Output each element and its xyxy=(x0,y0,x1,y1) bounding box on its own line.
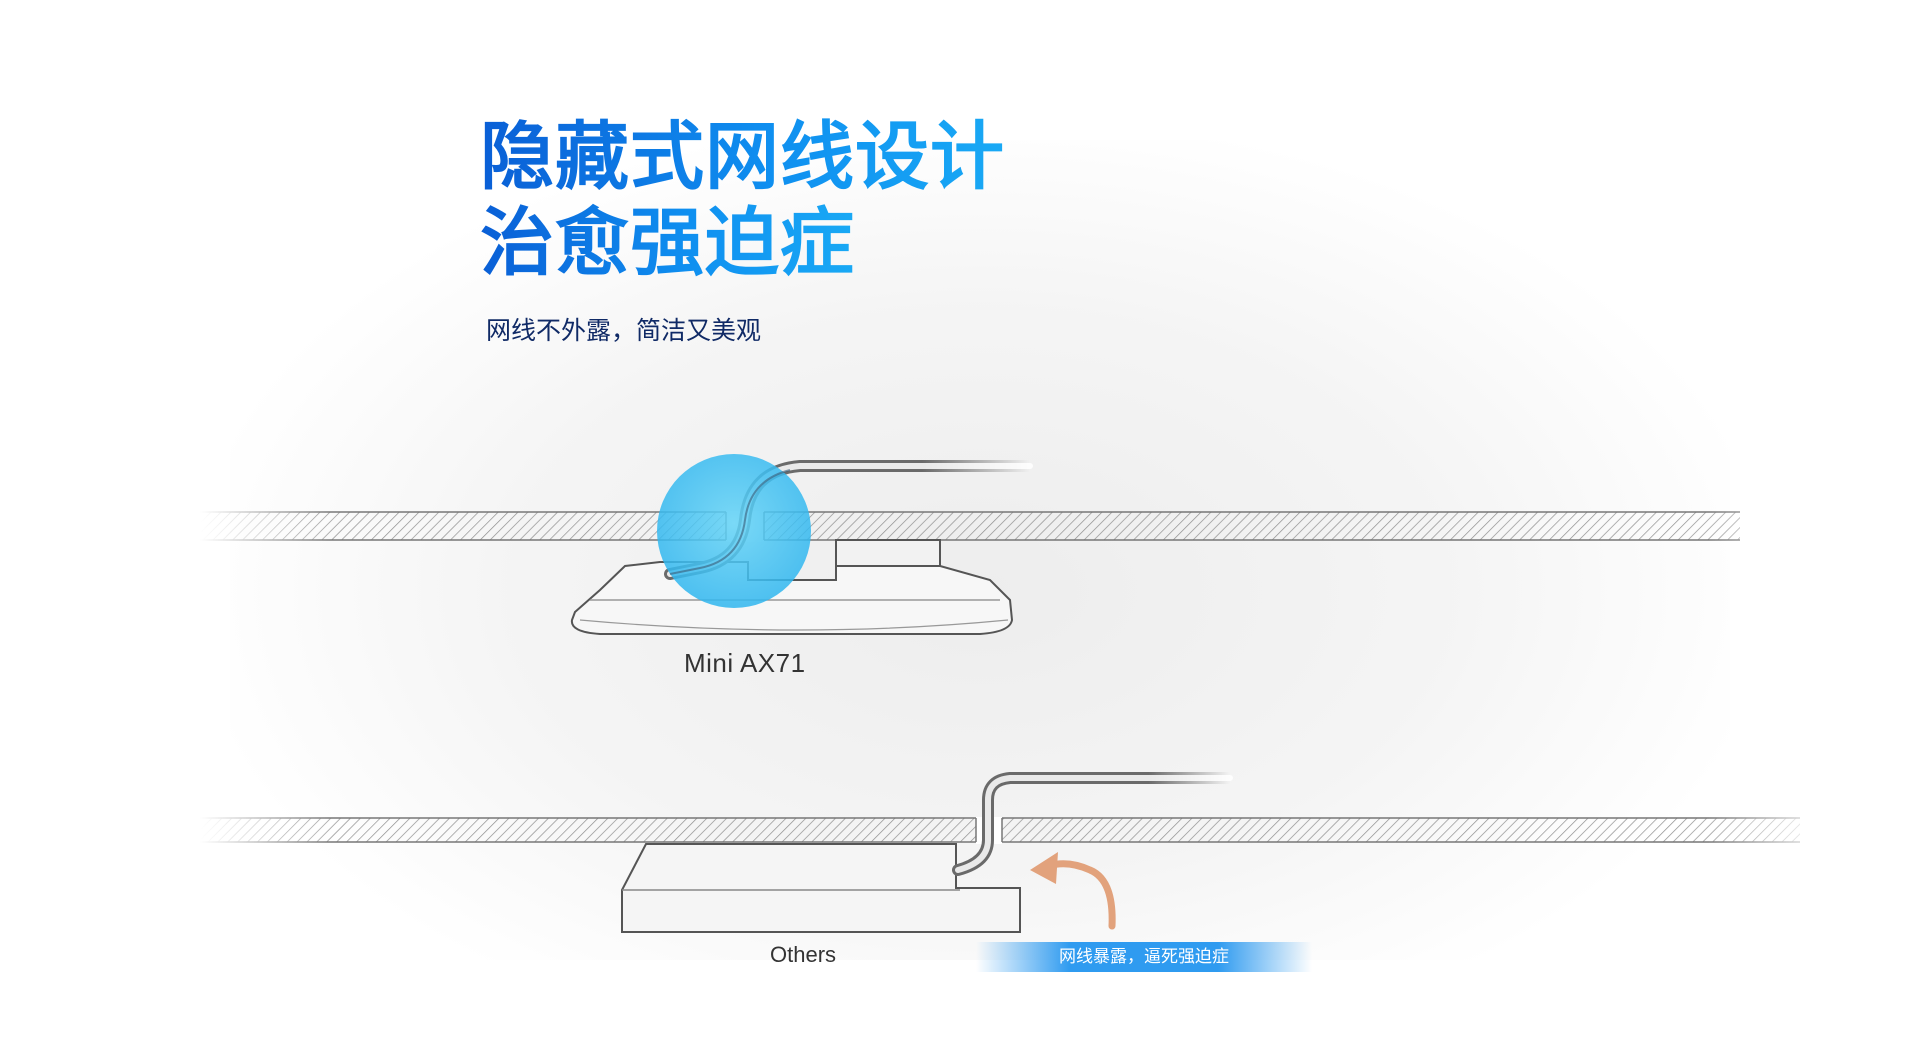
highlight-circle xyxy=(657,454,811,608)
warning-banner: 网线暴露，逼死强迫症 xyxy=(976,942,1312,972)
headline-line-2: 治愈强迫症 xyxy=(480,200,855,286)
headline-line-1: 隐藏式网线设计 xyxy=(480,114,1005,200)
others-device xyxy=(621,843,1021,933)
arrow-icon xyxy=(1030,852,1116,930)
ceiling-slab-top xyxy=(200,511,1740,541)
subtitle: 网线不外露，简洁又美观 xyxy=(486,316,762,345)
product-label-others: Others xyxy=(770,942,837,967)
warning-text: 网线暴露，逼死强迫症 xyxy=(1059,947,1229,967)
product-label-mini-ax71: Mini AX71 xyxy=(684,648,806,678)
